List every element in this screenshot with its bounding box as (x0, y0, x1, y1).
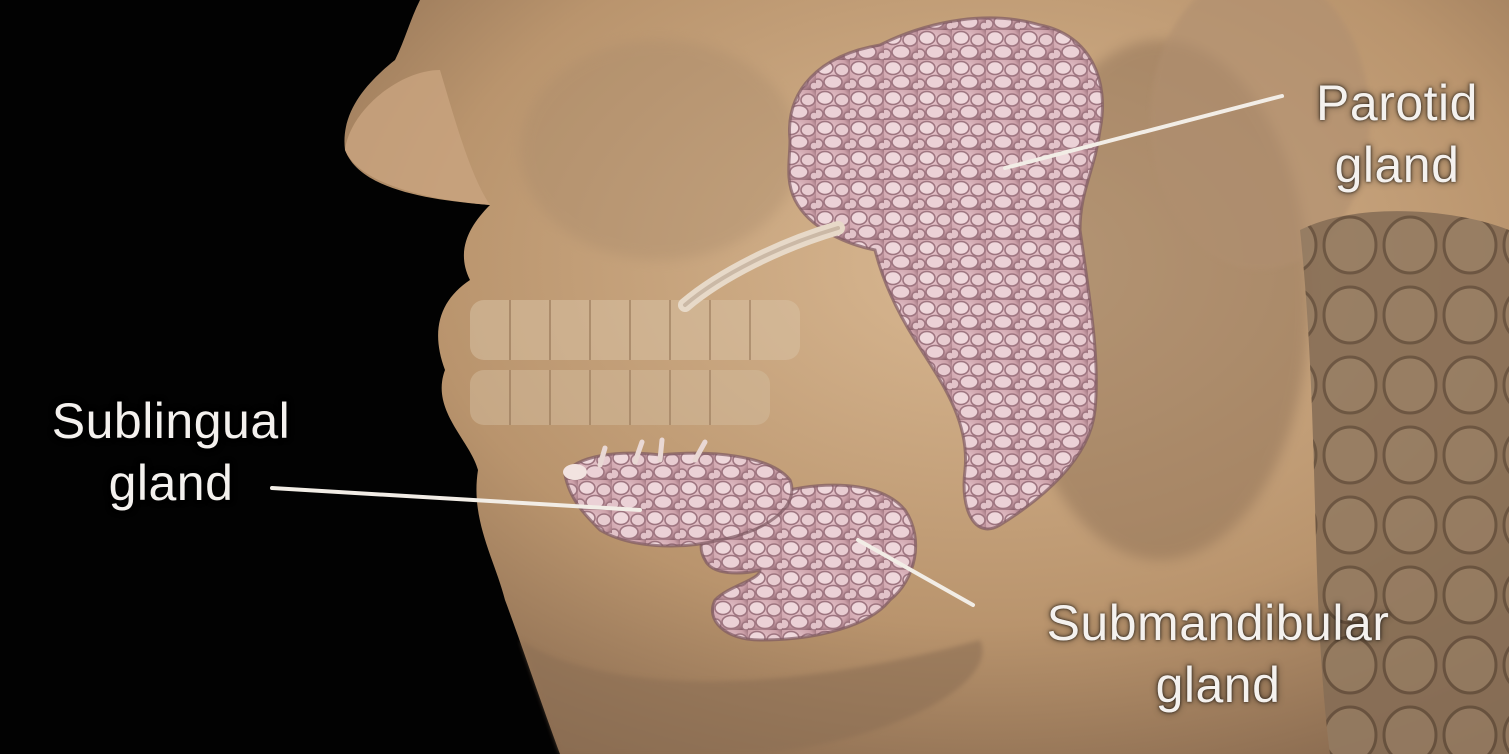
sublingual-label-line1: Sublingual (6, 390, 336, 452)
submandibular-label-line1: Submandibular (988, 592, 1448, 654)
submandibular-gland-label: Submandibular gland (988, 592, 1448, 716)
sublingual-gland-label: Sublingual gland (6, 390, 336, 514)
parotid-label-line1: Parotid (1284, 72, 1509, 134)
parotid-label-line2: gland (1284, 134, 1509, 196)
parotid-gland-label: Parotid gland (1284, 72, 1509, 196)
submandibular-label-line2: gland (988, 654, 1448, 716)
sublingual-label-line2: gland (6, 452, 336, 514)
